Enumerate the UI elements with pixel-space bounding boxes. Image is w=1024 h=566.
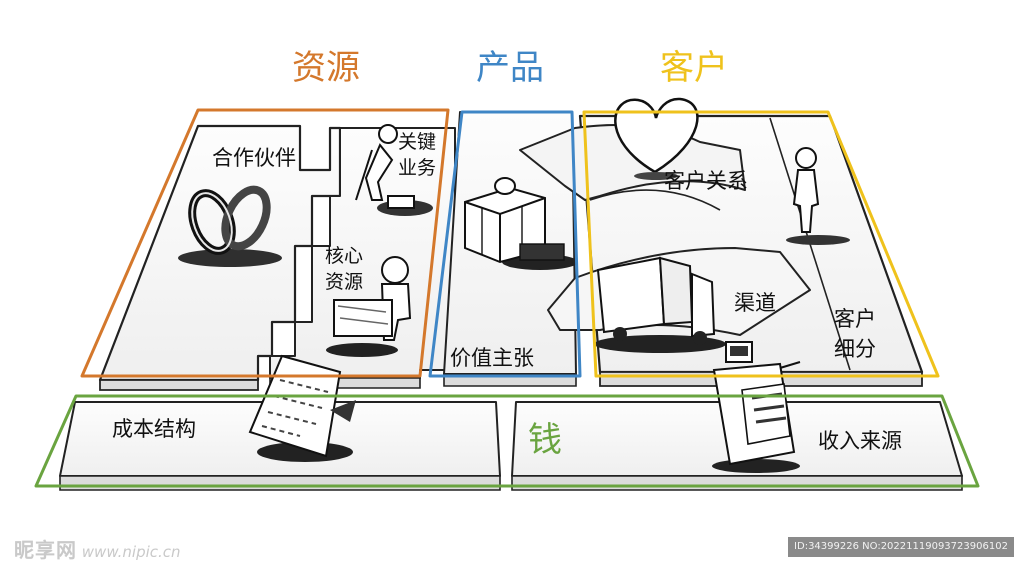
heading-resources: 资源 — [292, 48, 360, 88]
invoice-icon — [248, 354, 356, 462]
watermark-url: www.nipic.cn — [81, 543, 181, 561]
money-frame — [34, 394, 980, 488]
watermark-id: ID:34399226 NO:20221119093723906102 — [788, 537, 1014, 557]
label-key-activities-2: 业务 — [398, 157, 437, 179]
heart-icon — [614, 97, 699, 180]
worker-icon — [355, 124, 433, 216]
label-customer-relationships: 客户关系 — [664, 169, 748, 193]
label-customer-segments-2: 细分 — [834, 337, 876, 361]
heading-customer: 客户 — [660, 48, 728, 88]
label-key-activities-1: 关键 — [398, 131, 437, 153]
standing-person-icon — [786, 147, 850, 245]
label-partners: 合作伙伴 — [212, 146, 296, 170]
watermark-brand: 昵享网 www.nipic.cn — [14, 534, 181, 563]
label-revenue-streams: 收入来源 — [818, 429, 902, 453]
label-cost-structure: 成本结构 — [112, 417, 196, 441]
customer-frame — [582, 110, 940, 378]
label-key-resources-2: 资源 — [325, 271, 364, 293]
label-key-resources-1: 核心 — [325, 245, 364, 267]
label-channels: 渠道 — [734, 291, 776, 315]
label-value-proposition: 价值主张 — [450, 346, 534, 370]
truck-icon — [594, 256, 726, 353]
label-customer-segments-1: 客户 — [834, 307, 876, 331]
rings-icon — [178, 185, 282, 267]
resources-frame — [80, 108, 450, 378]
heading-money: 钱 — [528, 420, 562, 460]
watermark-brand-name: 昵享网 — [14, 538, 77, 562]
gift-box-icon — [464, 177, 578, 270]
person-cart-icon — [326, 256, 412, 357]
product-frame — [428, 110, 582, 378]
heading-product: 产品 — [476, 48, 544, 88]
cash-register-icon — [712, 341, 801, 473]
